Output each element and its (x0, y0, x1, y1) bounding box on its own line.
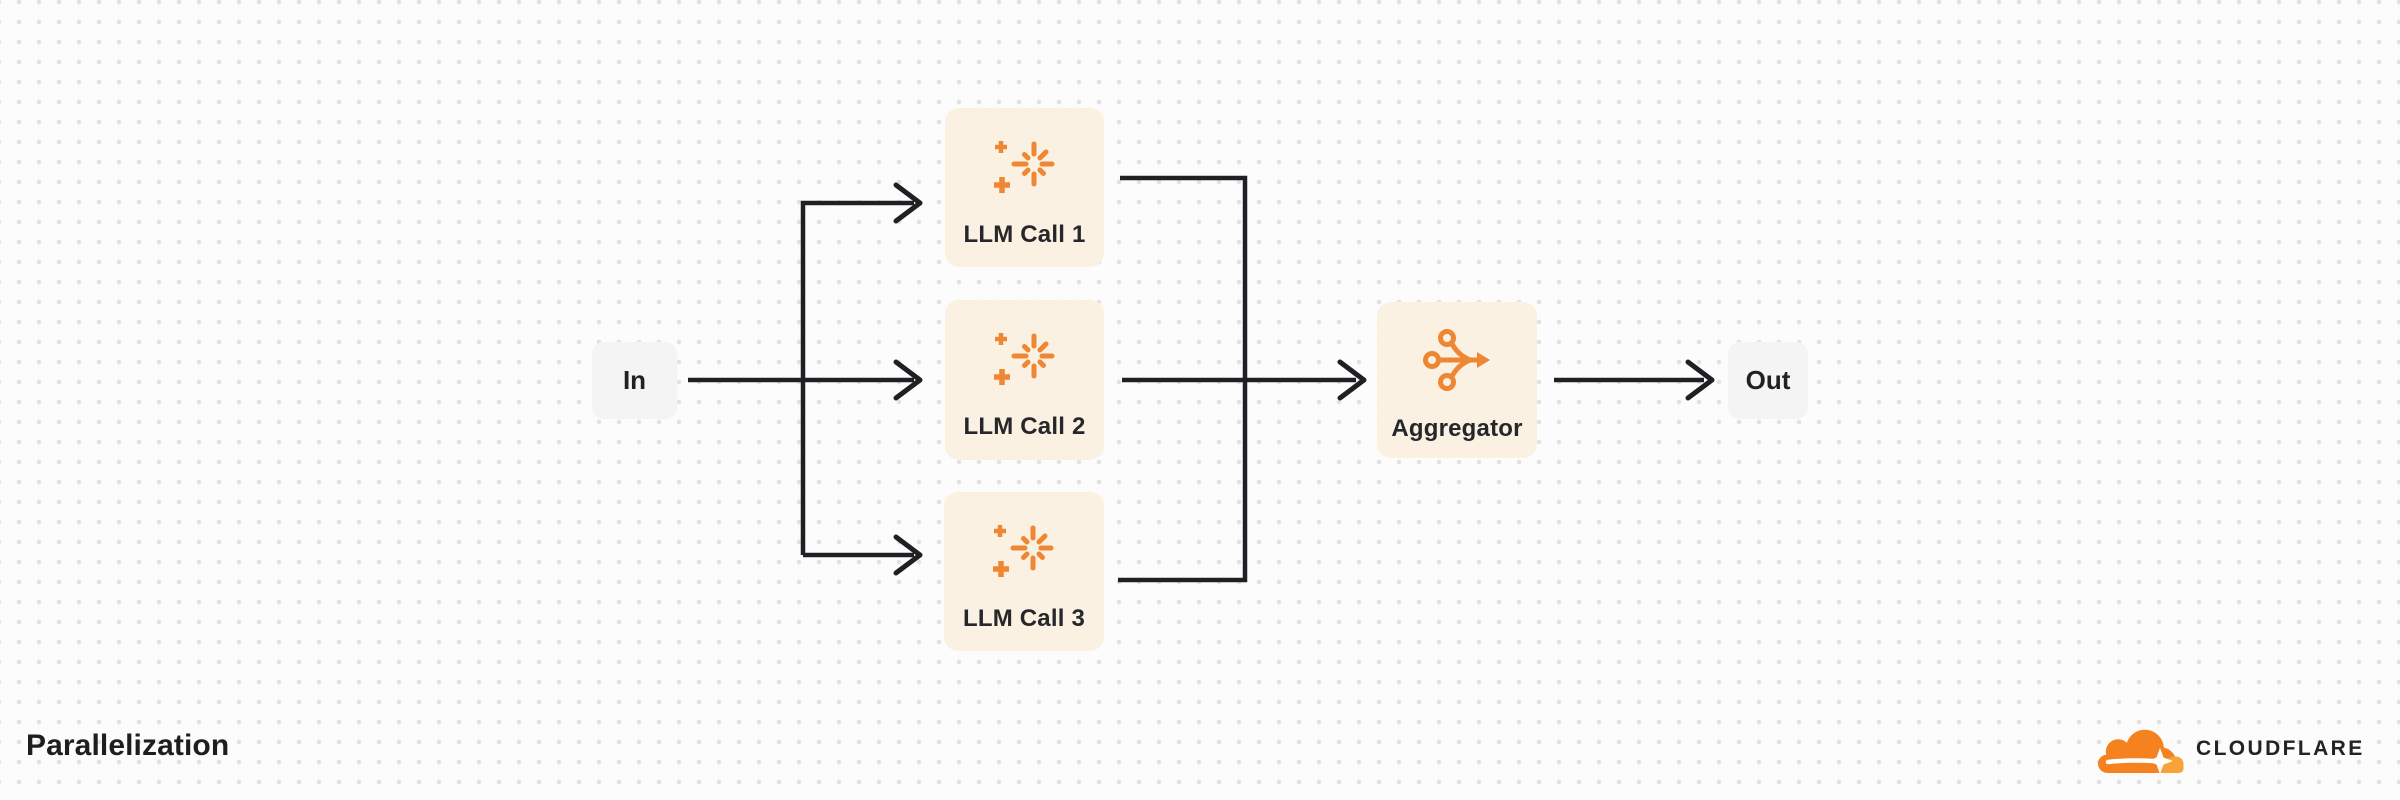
sparkle-icon (993, 326, 1057, 390)
arrowhead-llm1 (893, 182, 923, 224)
node-in-label: In (622, 365, 647, 395)
sparkle-icon (992, 518, 1056, 582)
node-aggregator: Aggregator (1377, 302, 1537, 458)
node-llm-call-1-label: LLM Call 1 (963, 221, 1086, 248)
sparkle-icon (993, 134, 1057, 198)
arrowhead-llm3 (893, 534, 923, 576)
node-llm-call-2-label: LLM Call 2 (963, 413, 1086, 440)
merge-icon (1422, 328, 1492, 392)
node-aggregator-label: Aggregator (1391, 415, 1523, 442)
node-llm-call-3: LLM Call 3 (944, 492, 1104, 651)
arrowhead-llm2 (893, 359, 923, 401)
diagram-title: Parallelization (26, 729, 230, 762)
cloudflare-cloud-icon (2096, 724, 2186, 774)
node-in: In (592, 342, 677, 419)
node-out: Out (1728, 342, 1808, 419)
node-llm-call-2: LLM Call 2 (945, 300, 1104, 460)
cloudflare-logo: CLOUDFLARE (2096, 723, 2365, 775)
arrowhead-aggregator (1337, 359, 1367, 401)
node-out-label: Out (1745, 365, 1791, 395)
connector-branch-vertical (800, 200, 914, 555)
node-llm-call-1: LLM Call 1 (945, 108, 1104, 267)
cloudflare-wordmark: CLOUDFLARE (2196, 737, 2365, 760)
node-llm-call-3-label: LLM Call 3 (962, 605, 1085, 632)
arrowhead-out (1685, 359, 1715, 401)
